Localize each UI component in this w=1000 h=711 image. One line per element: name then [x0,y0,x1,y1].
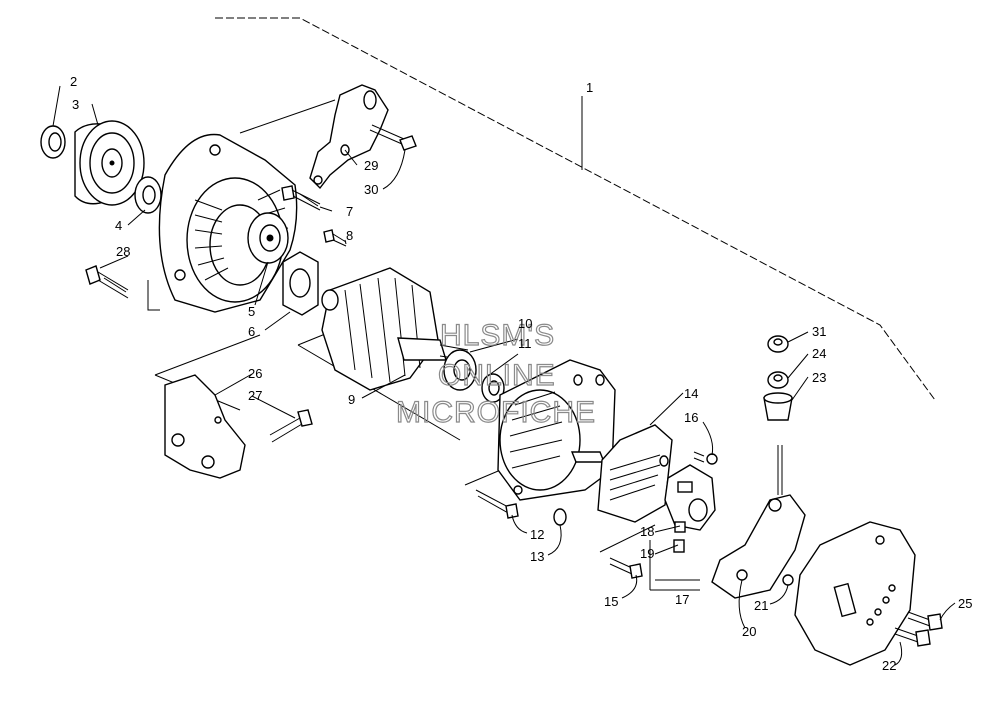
nut-13-part [553,508,567,526]
callout-4: 4 [115,218,122,233]
nut-31-part [767,335,789,353]
callout-17: 17 [675,592,689,607]
bolt-22-part [894,627,931,647]
callout-26: 26 [248,366,262,381]
callout-22: 22 [882,658,896,673]
callout-20: 20 [742,624,756,639]
brush-holder-part [664,464,716,531]
bearing-11-part [481,373,505,403]
callout-9: 9 [348,392,355,407]
bolt-12-part [475,489,519,519]
leader-lines [52,85,956,666]
callout-10: 10 [518,316,532,331]
callout-5: 5 [248,304,255,319]
watermark-line-2: ONLINE [438,359,556,392]
callout-14: 14 [684,386,698,401]
callout-2: 2 [70,74,77,89]
screw-15-part [609,557,643,579]
bolt-30-part [369,124,417,151]
callout-18: 18 [640,524,654,539]
bearing-10-part [443,349,477,391]
callout-labels: 1 2 3 4 5 6 7 8 9 10 11 12 13 14 15 16 1… [70,74,972,673]
lower-bracket-part [164,374,246,479]
assembly-bracket-line [215,17,936,401]
callout-21: 21 [754,598,768,613]
rear-cover-part [794,521,916,666]
callout-31: 31 [812,324,826,339]
callout-23: 23 [812,370,826,385]
bolt-25-part [907,611,943,631]
callout-6: 6 [248,324,255,339]
callout-13: 13 [530,549,544,564]
bolt-8-part [323,229,347,247]
rotor-part [321,267,469,391]
callout-27: 27 [248,388,262,403]
front-housing-part [158,133,298,313]
rectifier-part [597,424,673,523]
screw-16-part [693,451,718,465]
callout-3: 3 [72,97,79,112]
callout-28: 28 [116,244,130,259]
watermark: HLSM'S ONLINE MICROFICHE [395,318,596,429]
rear-housing-part [497,359,616,501]
callout-15: 15 [604,594,618,609]
callout-1: 1 [586,80,593,95]
callout-8: 8 [346,228,353,243]
bolt-27-part [269,409,313,443]
bolt-7-part [281,185,321,211]
callout-12: 12 [530,527,544,542]
callout-24: 24 [812,346,826,361]
watermark-line-3: MICROFICHE [396,396,596,429]
retainer-plate-part [282,251,319,316]
watermark-line-1: HLSM'S [440,319,555,352]
brush-19-part [673,539,685,553]
callout-16: 16 [684,410,698,425]
insulator-23-part [763,392,793,421]
pulley-part [74,120,145,206]
bolt-28-part [85,265,129,299]
washer-24-part [767,371,789,389]
terminal-plate-part [711,445,806,599]
callout-29: 29 [364,158,378,173]
screw-21-part [782,574,794,586]
spacer-part [134,176,162,214]
nut-part [40,125,66,159]
callout-30: 30 [364,182,378,197]
callout-25: 25 [958,596,972,611]
callout-19: 19 [640,546,654,561]
callout-11: 11 [518,336,532,351]
mounting-bracket-part [309,84,389,190]
callout-7: 7 [346,204,353,219]
